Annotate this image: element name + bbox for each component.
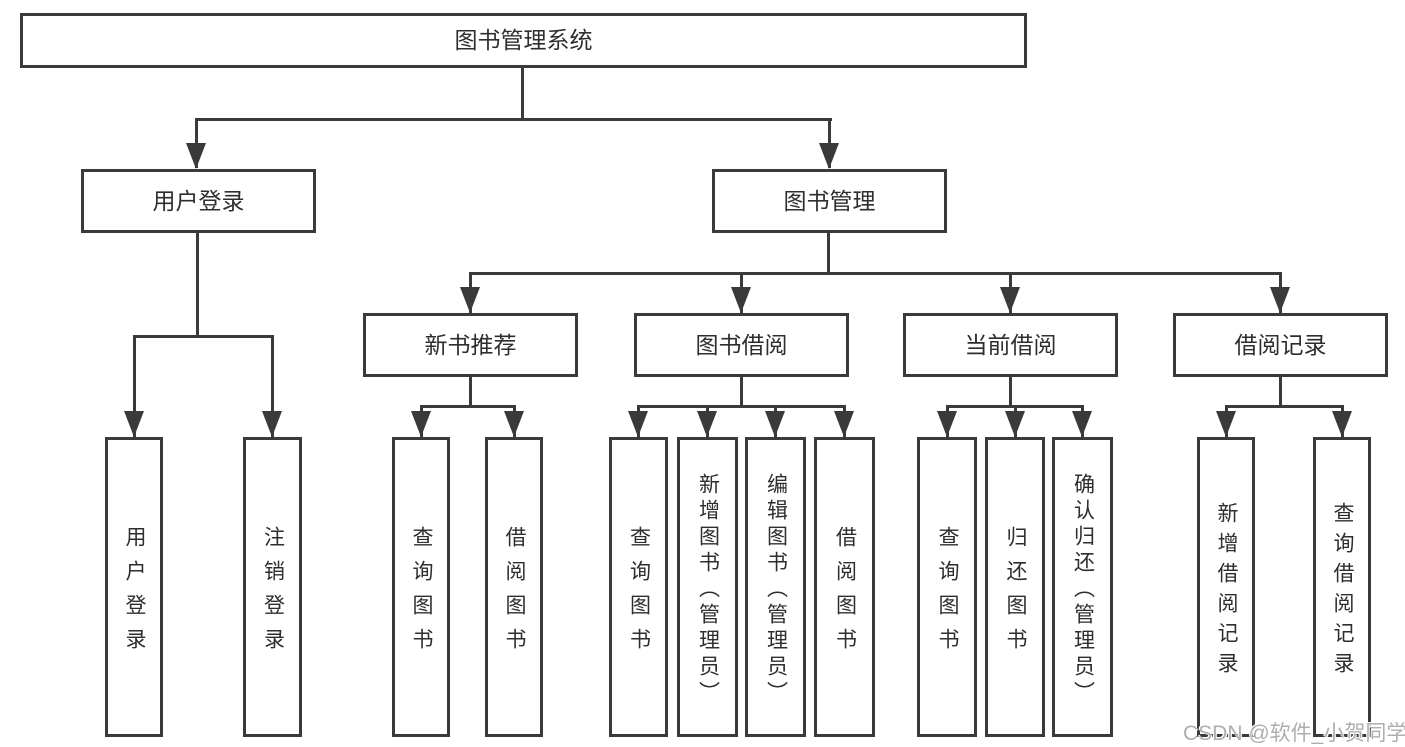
watermark: CSDN @软件_小贺同学 (1183, 722, 1405, 745)
node-book-mgmt: 图书管理 (712, 169, 947, 233)
leaf-label: 归还图书 (1004, 525, 1027, 662)
node-label: 当前借阅 (964, 331, 1057, 358)
leaf-label: 新增借阅记录 (1215, 501, 1238, 682)
connector-drop-leaf-logout (271, 335, 274, 437)
leaf-label: 确认归还（管理员） (1071, 472, 1095, 707)
leaf-label: 用户登录 (123, 525, 146, 662)
leaf-add-borrow-record: 新增借阅记录 (1197, 437, 1255, 737)
connector-book-borrow-bus (637, 405, 846, 408)
leaf-edit-book-admin: 编辑图书（管理员） (745, 437, 806, 737)
arrowhead-icon (731, 287, 751, 313)
arrowhead-icon (186, 143, 206, 169)
connector-root-stem (521, 66, 524, 119)
arrowhead-icon (697, 411, 717, 437)
connector-book-mgmt-stem (827, 233, 830, 275)
arrowhead-icon (460, 287, 480, 313)
connector-borrow-record-bus (1225, 405, 1343, 408)
arrowhead-icon (628, 411, 648, 437)
leaf-borrow-book-borrow: 借阅图书 (814, 437, 875, 737)
node-label: 图书管理系统 (454, 27, 593, 53)
connector-borrow-record-stem (1279, 377, 1282, 408)
leaf-label: 编辑图书（管理员） (764, 472, 788, 707)
leaf-label: 查询图书 (410, 525, 433, 662)
arrowhead-icon (1000, 287, 1020, 313)
leaf-user-login: 用户登录 (105, 437, 163, 737)
node-label: 用户登录 (152, 187, 245, 214)
arrowhead-icon (1216, 411, 1236, 437)
leaf-confirm-return-admin: 确认归还（管理员） (1052, 437, 1113, 737)
node-current-borrow: 当前借阅 (903, 313, 1118, 377)
node-label: 图书借阅 (695, 331, 788, 358)
arrowhead-icon (1332, 411, 1352, 437)
arrowhead-icon (1270, 287, 1290, 313)
leaf-label: 借阅图书 (833, 525, 857, 662)
node-label: 新书推荐 (424, 331, 517, 358)
connector-drop-leaf-user-login (133, 335, 136, 437)
arrowhead-icon (504, 411, 524, 437)
arrowhead-icon (262, 411, 282, 437)
arrowhead-icon (834, 411, 854, 437)
connector-new-book-rec-bus (420, 405, 516, 408)
leaf-label: 借阅图书 (503, 525, 526, 662)
leaf-logout: 注销登录 (243, 437, 302, 737)
leaf-return-book: 归还图书 (985, 437, 1045, 737)
arrowhead-icon (411, 411, 431, 437)
leaf-add-book-admin: 新增图书（管理员） (677, 437, 738, 737)
leaf-query-book-borrow: 查询图书 (609, 437, 668, 737)
arrowhead-icon (1072, 411, 1092, 437)
leaf-query-borrow-record: 查询借阅记录 (1313, 437, 1371, 737)
arrowhead-icon (124, 411, 144, 437)
leaf-label: 查询借阅记录 (1331, 501, 1354, 682)
leaf-query-book-rec: 查询图书 (392, 437, 450, 737)
arrowhead-icon (1005, 411, 1025, 437)
node-library-system: 图书管理系统 (20, 13, 1027, 68)
connector-root-bus (195, 118, 832, 121)
connector-user-login-bus (133, 335, 274, 338)
arrowhead-icon (819, 143, 839, 169)
connector-book-borrow-stem (740, 377, 743, 408)
connector-book-mgmt-bus (469, 272, 1282, 275)
leaf-label: 查询图书 (936, 525, 959, 662)
connector-user-login-stem (196, 233, 199, 338)
node-user-login: 用户登录 (81, 169, 316, 233)
node-new-book-rec: 新书推荐 (363, 313, 578, 377)
leaf-borrow-book-rec: 借阅图书 (485, 437, 543, 737)
connector-new-book-rec-stem (469, 377, 472, 408)
leaf-label: 查询图书 (627, 525, 651, 662)
leaf-label: 新增图书（管理员） (696, 472, 720, 707)
leaf-query-book-current: 查询图书 (917, 437, 977, 737)
connector-current-borrow-stem (1009, 377, 1012, 408)
node-label: 借阅记录 (1234, 331, 1327, 358)
arrowhead-icon (937, 411, 957, 437)
leaf-label: 注销登录 (261, 525, 285, 662)
node-borrow-record: 借阅记录 (1173, 313, 1388, 377)
arrowhead-icon (765, 411, 785, 437)
node-book-borrow: 图书借阅 (634, 313, 849, 377)
node-label: 图书管理 (783, 187, 876, 214)
